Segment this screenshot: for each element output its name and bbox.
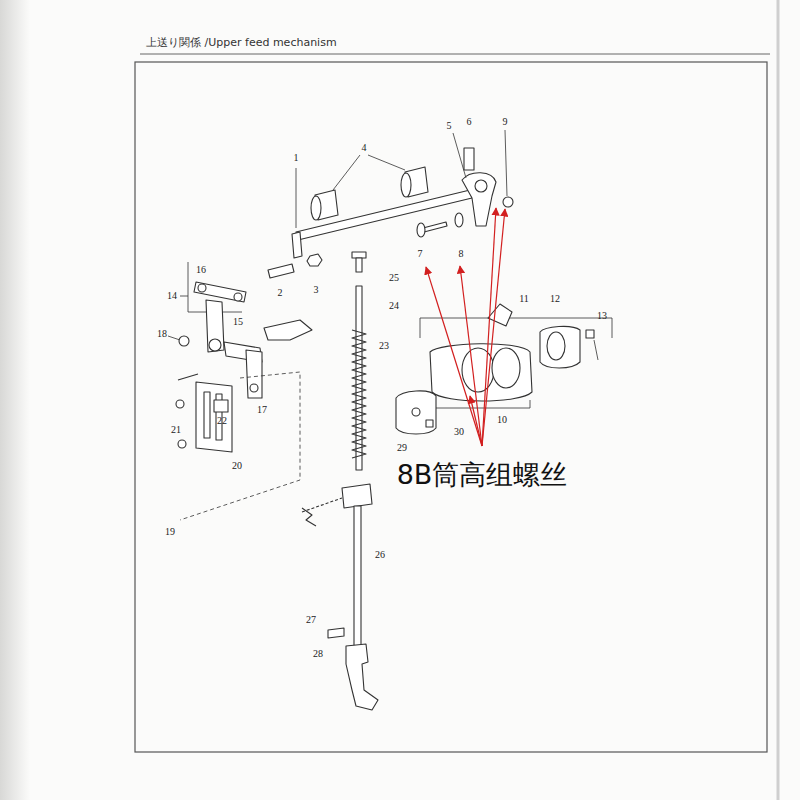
callout-number: 21 <box>171 425 181 435</box>
callout-number: 8 <box>459 249 464 259</box>
callout-number: 27 <box>306 615 316 625</box>
callout-number: 23 <box>379 341 389 351</box>
callout-number: 25 <box>389 273 399 283</box>
callout-number: 1 <box>294 153 299 163</box>
callout-number: 5 <box>447 121 452 131</box>
callout-number: 29 <box>397 443 407 453</box>
callout-number: 24 <box>389 301 399 311</box>
callout-number: 10 <box>497 415 507 425</box>
callout-number: 13 <box>597 311 607 321</box>
callout-number: 26 <box>375 550 385 560</box>
annotation-note: 8B筒高组螺丝 <box>397 461 568 488</box>
callout-number: 30 <box>454 427 464 437</box>
callout-number: 2 <box>278 288 283 298</box>
callout-number: 9 <box>503 117 508 127</box>
callout-number: 14 <box>167 291 177 301</box>
callout-number: 3 <box>314 285 319 295</box>
callout-number: 15 <box>233 317 243 327</box>
callout-number: 18 <box>157 329 167 339</box>
callout-number: 4 <box>362 143 367 153</box>
callout-number: 11 <box>519 294 529 304</box>
callout-number: 22 <box>217 416 227 426</box>
callout-number: 16 <box>196 265 206 275</box>
callout-number: 28 <box>313 649 323 659</box>
callout-number: 7 <box>418 249 423 259</box>
page-heading: 上送り関係 /Upper feed mechanism <box>146 37 337 48</box>
callout-number: 6 <box>467 117 472 127</box>
callout-number: 19 <box>165 527 175 537</box>
callout-number: 17 <box>257 405 267 415</box>
callout-number: 20 <box>232 461 242 471</box>
callout-number: 12 <box>550 294 560 304</box>
